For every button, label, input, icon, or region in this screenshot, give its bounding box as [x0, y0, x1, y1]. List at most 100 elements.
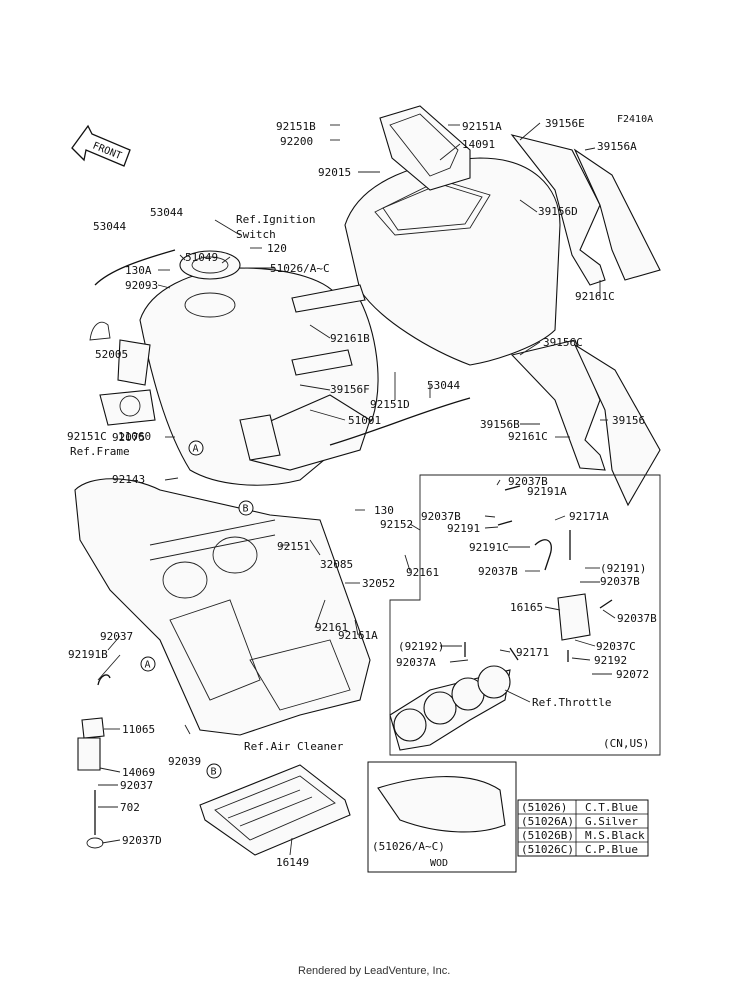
- part-label: 92037: [120, 779, 153, 792]
- part-label: 92191C: [469, 541, 509, 554]
- part-label: 92151B: [276, 120, 316, 133]
- part-label: 92072: [616, 668, 649, 681]
- part-label: 16165: [510, 601, 543, 614]
- part-label: 92037B: [421, 510, 461, 523]
- part-label: Switch: [236, 228, 276, 241]
- part-label: 92037A: [396, 656, 436, 669]
- color-name: C.P.Blue: [585, 843, 638, 856]
- side-panel-lower: [510, 339, 661, 507]
- part-label: 16149: [276, 856, 309, 869]
- front-arrow-icon: [71, 124, 131, 167]
- part-label: 52005: [95, 348, 128, 361]
- diagram-code: F2410A: [617, 114, 653, 125]
- part-label: 92151: [277, 540, 310, 553]
- part-label: 92151D: [370, 398, 410, 411]
- part-label: 92037B: [600, 575, 640, 588]
- callout-b-circle: [238, 500, 254, 516]
- color-name: M.S.Black: [585, 829, 645, 842]
- part-label: 92161: [406, 566, 439, 579]
- callout-a-label-2: A: [145, 660, 151, 671]
- part-label: (92191): [600, 562, 646, 575]
- hose-53044-left: [94, 249, 176, 286]
- part-label: 92039: [168, 755, 201, 768]
- part-label: 130A: [125, 264, 152, 277]
- part-label: 39156C: [543, 336, 583, 349]
- part-label: Ref.Frame: [70, 445, 130, 458]
- part-label: 53044: [427, 379, 460, 392]
- part-label: 92037D: [122, 834, 162, 847]
- part-label: 92037B: [478, 565, 518, 578]
- part-label: 92191B: [68, 648, 108, 661]
- part-label: 32052: [362, 577, 395, 590]
- part-label: 51026/A~C: [270, 262, 330, 275]
- part-label: 92075: [112, 431, 145, 444]
- part-label: 92161C: [508, 430, 548, 443]
- part-label: 14069: [122, 766, 155, 779]
- part-label: 32085: [320, 558, 353, 571]
- callout-b-circle-2: [206, 763, 222, 779]
- part-label: Ref.Air Cleaner: [244, 740, 344, 753]
- part-label: 39156F: [330, 383, 370, 396]
- part-label: 39156E: [545, 117, 585, 130]
- cover-variant-box: [367, 761, 517, 873]
- part-label: 92151A: [462, 120, 502, 133]
- part-label: 92200: [280, 135, 313, 148]
- callout-a-circle: [188, 440, 204, 456]
- part-label: 130: [374, 504, 394, 517]
- color-name: G.Silver: [585, 815, 638, 828]
- part-label: 51001: [348, 414, 381, 427]
- canister-illustration: [77, 485, 613, 849]
- part-label: 92152: [380, 518, 413, 531]
- cn-us-boundary: [389, 474, 661, 756]
- part-label: 92161: [315, 621, 348, 634]
- part-label: 92037B: [508, 475, 548, 488]
- throttle-body-illustration: [389, 665, 511, 751]
- callout-a-label: A: [193, 444, 199, 455]
- cover-sublabel: WOD: [430, 858, 448, 869]
- air-cleaner-illustration: [199, 764, 351, 856]
- part-label: 120: [267, 242, 287, 255]
- color-table: [517, 799, 649, 857]
- color-code: (51026): [521, 801, 567, 814]
- part-label: (CN,US): [603, 737, 649, 750]
- part-label: 92192: [594, 654, 627, 667]
- part-label: 39156D: [538, 205, 578, 218]
- cover-label: (51026/A~C): [372, 840, 445, 853]
- callout-b-label: B: [243, 504, 249, 515]
- callout-b-label-2: B: [211, 767, 217, 778]
- part-label: Ref.Ignition: [236, 213, 315, 226]
- part-label: 39156: [612, 414, 645, 427]
- part-label: 92037B: [617, 612, 657, 625]
- tank-cover-illustration: [344, 105, 561, 366]
- part-label: Ref.Throttle: [532, 696, 611, 709]
- part-label: 92191A: [527, 485, 567, 498]
- part-label: 92171A: [569, 510, 609, 523]
- part-label: 92161B: [330, 332, 370, 345]
- color-code: (51026B): [521, 829, 574, 842]
- part-label: 92015: [318, 166, 351, 179]
- part-label: 92161A: [338, 629, 378, 642]
- part-label: 39156B: [480, 418, 520, 431]
- part-label: 92093: [125, 279, 158, 292]
- part-label: 53044: [93, 220, 126, 233]
- part-label: 14091: [462, 138, 495, 151]
- part-label: 92161C: [575, 290, 615, 303]
- color-code: (51026A): [521, 815, 574, 828]
- part-label: 92143: [112, 473, 145, 486]
- callout-a-circle-2: [140, 656, 156, 672]
- part-label: 92191: [447, 522, 480, 535]
- part-label: 53044: [150, 206, 183, 219]
- part-label: 92151C: [67, 430, 107, 443]
- fuel-tank-illustration: [89, 250, 379, 486]
- part-label: 92037C: [596, 640, 636, 653]
- leader-lines: [97, 122, 616, 856]
- part-label: (92192): [398, 640, 444, 653]
- part-label: 92037: [100, 630, 133, 643]
- side-panel-upper: [510, 134, 661, 286]
- footer-credit: Rendered by LeadVenture, Inc.: [298, 965, 450, 977]
- hose-53044-mid: [329, 397, 471, 446]
- color-code: (51026C): [521, 843, 574, 856]
- frame-illustration: [74, 414, 371, 736]
